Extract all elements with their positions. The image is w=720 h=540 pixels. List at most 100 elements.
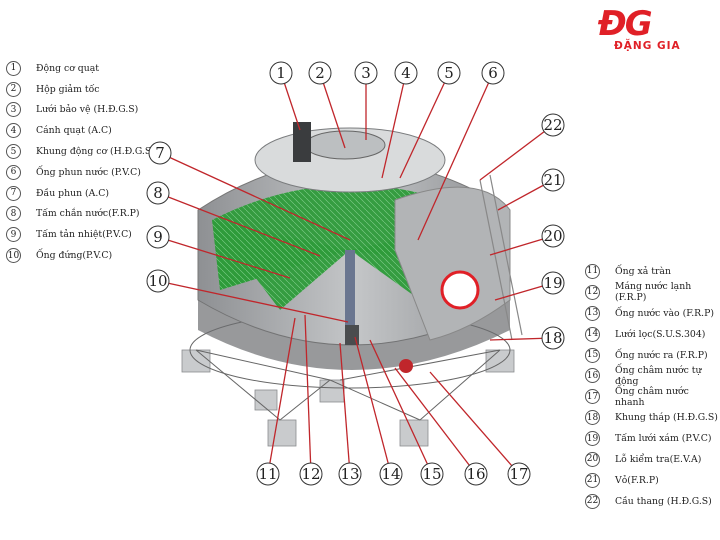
callout-number: 8 xyxy=(153,184,163,202)
leader-line xyxy=(267,317,296,475)
inspection-logo-icon xyxy=(440,270,480,310)
callout-circle xyxy=(256,462,280,486)
legend-number: 4 xyxy=(6,123,21,139)
leader-line xyxy=(429,371,520,475)
legend-number: 11 xyxy=(585,263,600,279)
leader-line xyxy=(319,72,346,149)
legend-label: Lưới lọc(S.U.S.304) xyxy=(615,328,706,340)
legend-item: 12 Máng nước lạnh (F.R.P) xyxy=(585,281,720,304)
legend-number: 7 xyxy=(6,185,21,201)
callout-circle xyxy=(437,61,461,85)
leader-line xyxy=(381,72,407,179)
callout-number: 12 xyxy=(301,465,320,483)
callout-number: 21 xyxy=(543,171,562,189)
legend-label: Tấm lưới xám (P.V.C) xyxy=(615,433,712,445)
leader-line xyxy=(304,314,312,475)
callout-number: 20 xyxy=(543,227,562,245)
legend-item: 3 Lưới bảo vệ (H.Đ.G.S) xyxy=(6,100,155,121)
leader-line xyxy=(157,280,349,323)
callout-circle xyxy=(148,141,172,165)
legend-number: 3 xyxy=(6,102,21,118)
legend-item: 5 Khung động cơ (H.Đ.G.S) xyxy=(6,141,155,162)
legend-item: 2 Hộp giảm tốc xyxy=(6,79,155,100)
legend-number: 12 xyxy=(585,284,600,300)
legend-label: Ống xả tràn xyxy=(615,265,671,277)
legend-number: 2 xyxy=(6,81,21,97)
callout-circle xyxy=(299,462,323,486)
legend-item: 13 Ống nước vào (F.R.P) xyxy=(585,303,720,324)
legend-number: 17 xyxy=(585,389,600,405)
legend-number: 6 xyxy=(6,164,21,180)
leader-line xyxy=(369,339,433,475)
callout-circle xyxy=(420,462,444,486)
callout-circle xyxy=(481,61,505,85)
callout-circle xyxy=(354,61,378,85)
callout-number: 3 xyxy=(361,64,371,82)
legend-label: Lỗ kiểm tra(E.V.A) xyxy=(615,453,702,465)
legend-label: Cầu thang (H.Đ.G.S) xyxy=(615,495,712,507)
callout-circle xyxy=(338,462,362,486)
callout-number: 10 xyxy=(148,272,167,290)
legend-label: Ống phun nước (P.V.C) xyxy=(36,166,141,178)
legend-item: 17 Ống châm nước nhanh xyxy=(585,385,720,408)
brand-logo: ĐG ĐẶNG GIA xyxy=(588,4,714,58)
leader-line xyxy=(157,236,291,279)
logo-mark: ĐG xyxy=(598,4,653,44)
legend-number: 10 xyxy=(6,248,21,264)
legend-number: 5 xyxy=(6,144,21,160)
legend-label: Lưới bảo vệ (H.Đ.G.S) xyxy=(36,104,139,116)
callout-circle xyxy=(379,462,403,486)
callout-number: 6 xyxy=(488,64,498,82)
legend-label: Ống châm nước nhanh xyxy=(615,385,689,408)
callout-circle xyxy=(541,168,565,192)
callout-number: 14 xyxy=(381,465,400,483)
legend-label: Tấm tản nhiệt(P.V.C) xyxy=(36,229,132,241)
callout-circle xyxy=(394,61,418,85)
legend-number: 18 xyxy=(585,410,600,426)
legend-label: Máng nước lạnh (F.R.P) xyxy=(615,281,692,304)
legend-item: 9 Tấm tản nhiệt(P.V.C) xyxy=(6,224,155,245)
callout-number: 22 xyxy=(543,116,562,134)
callout-circle xyxy=(507,462,531,486)
leader-line xyxy=(479,124,554,181)
callout-circle xyxy=(464,462,488,486)
legend-label: Khung động cơ (H.Đ.G.S) xyxy=(36,146,155,158)
legend-number: 9 xyxy=(6,227,21,243)
legend-label: Ống châm nước tự động xyxy=(615,364,702,387)
callout-number: 1 xyxy=(276,64,286,82)
legend-number: 8 xyxy=(6,206,21,222)
legend-number: 15 xyxy=(585,347,600,363)
callout-circle xyxy=(269,61,293,85)
legend-number: 1 xyxy=(6,60,21,76)
leader-line xyxy=(354,336,392,475)
callout-number: 11 xyxy=(258,465,277,483)
callout-number: 13 xyxy=(340,465,359,483)
legend-number: 20 xyxy=(585,451,600,467)
legend-label: Ống nước vào (F.R.P) xyxy=(615,307,715,319)
callout-number: 16 xyxy=(466,465,485,483)
callout-circle xyxy=(308,61,332,85)
legend-item: 20 Lỗ kiểm tra(E.V.A) xyxy=(585,449,720,470)
fan-motor xyxy=(293,122,311,162)
leader-line xyxy=(339,342,351,475)
legend-label: Hộp giảm tốc xyxy=(36,83,100,95)
legend-number: 14 xyxy=(585,326,600,342)
inspection-port xyxy=(399,359,413,373)
callout-circle xyxy=(541,113,565,137)
legend-number: 22 xyxy=(585,493,600,509)
legend-item: 6 Ống phun nước (P.V.C) xyxy=(6,162,155,183)
legend-label: Vỏ(F.R.P) xyxy=(615,474,659,486)
legend-number: 13 xyxy=(585,305,600,321)
callout-number: 18 xyxy=(543,329,562,347)
callout-circle xyxy=(146,181,170,205)
callout-circle xyxy=(541,224,565,248)
callout-number: 9 xyxy=(153,228,163,246)
